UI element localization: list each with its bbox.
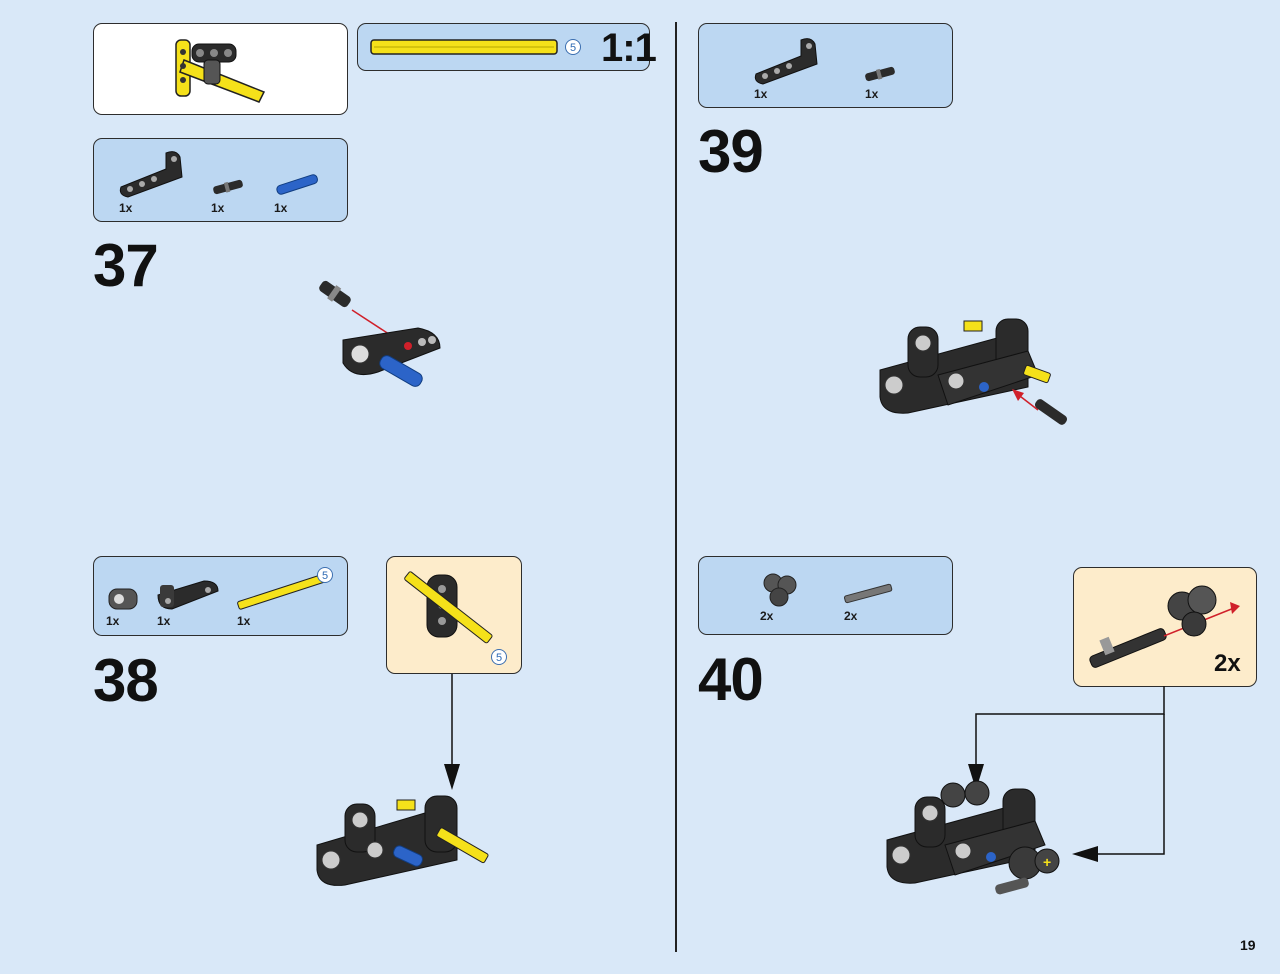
step-37-parts-panel: 1x 1x 1x [93,138,348,222]
subassembly-illustration [1089,585,1240,668]
axle-length-badge: 5 [317,567,333,583]
scale-panel: 5 1:1 [357,23,657,71]
liftarm-short-icon [157,580,219,610]
connector-block-icon [108,588,138,610]
black-pin-icon [865,66,895,82]
step-40-assembly-illustration: + [886,780,1060,895]
part-quantity: 1x [157,614,171,628]
previous-assembly-illustration [175,39,266,103]
step-40-parts-panel: 2x 2x [698,556,953,635]
axle-with-stop-icon [843,583,893,604]
axle-length-badge: 5 [491,649,507,665]
axle-scale-illustration [370,39,558,55]
subassembly-illustration [404,571,493,644]
part-quantity: 1x [237,614,251,628]
step-number-40: 40 [698,646,764,713]
part-quantity: 2x [760,609,774,623]
liftarm-l-shape-icon [754,38,818,85]
part-quantity: 1x [754,87,768,101]
liftarm-l-shape-icon [119,151,183,198]
step-number-37: 37 [93,232,159,299]
step-38-parts-panel: 5 1x 1x 1x [93,556,348,636]
callout-arrow [444,674,460,790]
step-38-assembly-illustration [316,795,489,886]
blue-pin-icon [276,174,318,195]
axle-length-badge: 5 [565,39,581,55]
subassembly-multiplier: 2x [1214,650,1241,677]
black-pin-icon [213,179,243,195]
step-number-38: 38 [93,647,159,714]
triple-connector-icon [763,573,797,607]
page-number: 19 [1240,937,1256,953]
part-quantity: 1x [211,201,225,215]
step-37-assembly-illustration [319,280,441,387]
step-number-39: 39 [698,118,764,185]
previous-assembly-panel [93,23,348,115]
step-40-subassembly-callout: 2x [1073,567,1257,687]
page-divider [675,22,677,952]
callout-arrows [968,686,1165,862]
part-quantity: 1x [865,87,879,101]
scale-label: 1:1 [601,26,657,70]
part-quantity: 1x [274,201,288,215]
step-39-parts-panel: 1x 1x [698,23,953,108]
svg-text:+: + [1043,854,1051,870]
part-quantity: 1x [119,201,133,215]
step-39-assembly-illustration [879,318,1068,425]
step-38-subassembly-callout: 5 [386,556,522,674]
part-quantity: 2x [844,609,858,623]
part-quantity: 1x [106,614,120,628]
